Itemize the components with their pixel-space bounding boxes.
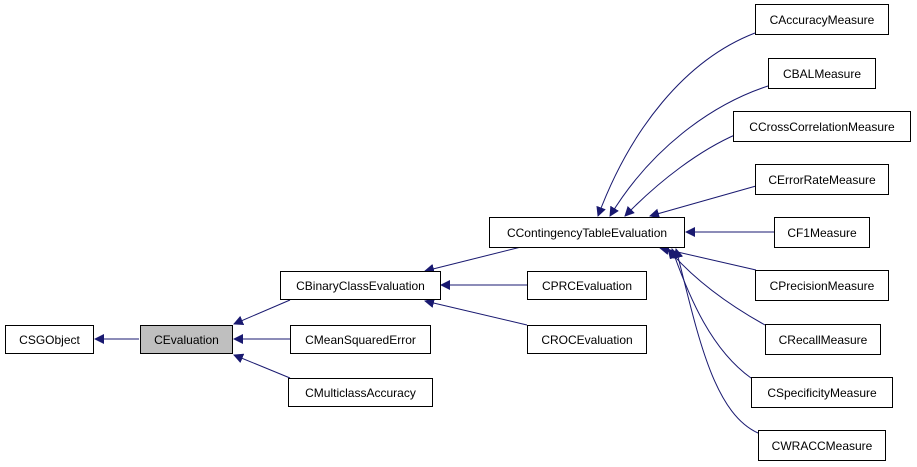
class-node-cprcevaluation[interactable]: CPRCEvaluation (527, 271, 647, 300)
class-node-cbinaryclassevaluation[interactable]: CBinaryClassEvaluation (280, 271, 441, 300)
class-node-cerrorratemeasure[interactable]: CErrorRateMeasure (755, 164, 889, 195)
edge-cbalmeasure-to-ccontingencytableevaluation (609, 85, 769, 217)
class-node-cspecificitymeasure[interactable]: CSpecificityMeasure (751, 377, 893, 408)
class-node-cwraccmeasure[interactable]: CWRACCMeasure (758, 430, 886, 461)
edge-cmulticlassaccuracy-to-cevaluation (233, 353, 291, 379)
class-node-cevaluation-current: CEvaluation (140, 325, 233, 354)
edge-cbinaryclassevaluation-to-cevaluation (233, 299, 291, 326)
edge-cspecificitymeasure-to-ccontingencytableevaluation (670, 248, 752, 379)
edge-ccrosscorrelationmeasure-to-ccontingencytableevaluation (624, 133, 738, 217)
class-node-ccontingencytableevaluation[interactable]: CContingencyTableEvaluation (489, 217, 685, 248)
class-node-cmeansquarederror[interactable]: CMeanSquaredError (290, 325, 431, 354)
class-node-ccrosscorrelationmeasure[interactable]: CCrossCorrelationMeasure (733, 111, 911, 142)
edge-crecallmeasure-to-ccontingencytableevaluation (667, 248, 766, 326)
edge-cprecisionmeasure-to-ccontingencytableevaluation (659, 245, 757, 271)
class-node-cbalmeasure[interactable]: CBALMeasure (768, 58, 876, 89)
edge-ccontingencytableevaluation-to-cbinaryclassevaluation (424, 245, 526, 274)
class-node-csgobject[interactable]: CSGObject (5, 325, 94, 354)
class-node-crecallmeasure[interactable]: CRecallMeasure (765, 324, 881, 355)
class-node-cf1measure[interactable]: CF1Measure (774, 217, 870, 248)
class-node-crocevaluation[interactable]: CROCEvaluation (527, 325, 647, 354)
edge-cerrorratemeasure-to-ccontingencytableevaluation (649, 185, 757, 219)
edge-caccuracymeasure-to-ccontingencytableevaluation (596, 32, 756, 217)
class-node-cmulticlassaccuracy[interactable]: CMulticlassAccuracy (288, 378, 433, 407)
class-node-cprecisionmeasure[interactable]: CPrecisionMeasure (755, 270, 889, 301)
edge-crocevaluation-to-cbinaryclassevaluation (424, 298, 528, 326)
edge-cwraccmeasure-to-ccontingencytableevaluation (673, 248, 759, 434)
class-node-caccuracymeasure[interactable]: CAccuracyMeasure (755, 4, 889, 35)
